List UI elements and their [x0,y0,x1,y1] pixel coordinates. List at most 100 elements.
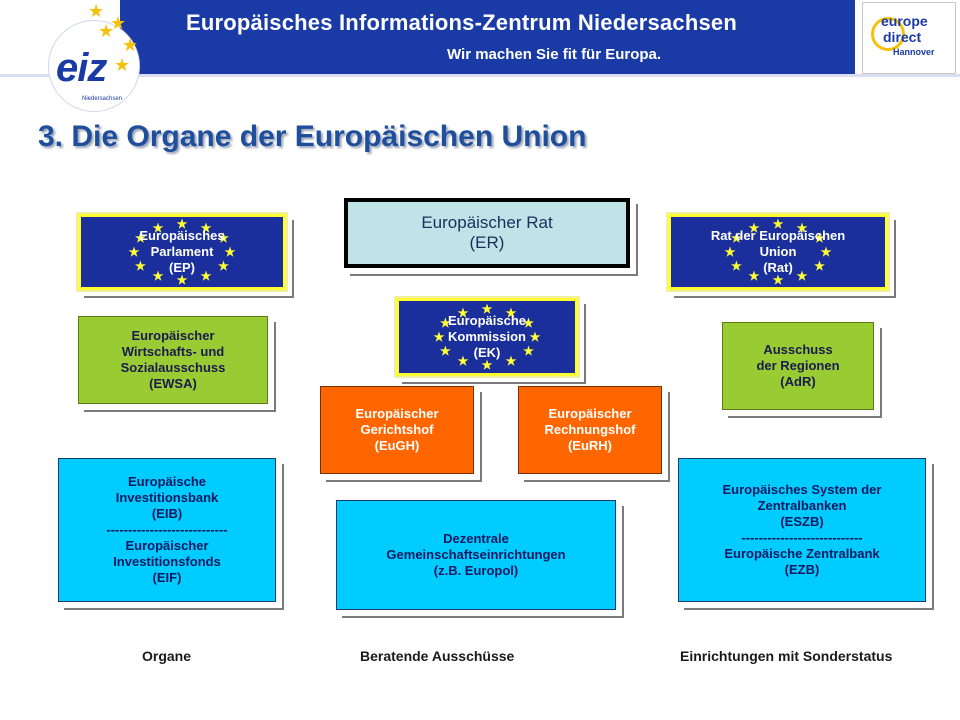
legend-einrichtungen-sonderstatus: Einrichtungen mit Sonderstatus [680,648,893,664]
eu-star-icon: ★ [152,269,164,284]
box-abbreviation: (EIB) [151,506,183,521]
eu-star-icon: ★ [772,217,784,231]
box-label: Europäische [127,474,207,489]
eu-star-icon: ★ [724,245,736,259]
eu-star-icon: ★ [731,231,742,245]
box-label: Gerichtshof [360,422,434,437]
europe-direct-text: europe [881,13,928,29]
box-label: Europäischer [355,406,439,421]
europe-direct-logo: europe direct Hannover [862,2,956,74]
eu-star-icon: ★ [529,330,541,344]
banner-background [120,0,855,74]
eu-star-icon: ★ [152,220,164,235]
banner-title: Europäisches Informations-Zentrum Nieder… [186,10,737,35]
eu-star-icon: ★ [820,245,832,259]
star-icon: ★ [122,35,139,55]
box-label: Investitionsfonds [113,554,221,569]
box-abbreviation: (EWSA) [149,376,197,391]
eiz-logo: ★ ★ ★ ★ ★ eiz Niedersachsen [38,0,140,120]
eiz-logo-circle [48,20,140,112]
box-label: Europäisches System der [722,482,882,497]
eu-star-icon: ★ [433,330,445,344]
eu-star-icon: ★ [481,358,493,372]
eu-star-icon: ★ [731,259,742,273]
box-label: Sozialausschuss [120,360,226,375]
box-gerichtshof: Europäischer Gerichtshof (EuGH) [320,386,474,474]
box-label: Europäisches [139,228,225,243]
eu-star-icon: ★ [457,354,469,369]
eu-star-icon: ★ [814,259,825,273]
eu-star-icon: ★ [176,217,188,231]
eu-star-icon: ★ [440,316,451,330]
box-label: Investitionsbank [115,490,219,505]
box-label: Europäischer [548,406,632,421]
box-abbreviation: (EK) [473,345,501,360]
eu-star-icon: ★ [748,269,760,284]
box-label: Rechnungshof [544,422,636,437]
star-icon: ★ [110,13,127,33]
eu-star-icon: ★ [505,354,517,369]
box-eszb: Europäisches System der Zentralbanken (E… [678,458,926,602]
box-label: Parlament [150,244,214,259]
star-icon: ★ [114,55,131,75]
box-investitionsbank: Europäische Investitionsbank (EIB) -----… [58,458,276,602]
banner-divider [0,74,960,77]
box-divider-line: ---------------------------- [106,522,228,537]
eu-star-icon: ★ [128,245,140,259]
box-label: Ausschuss [763,342,833,357]
box-label: der Regionen [756,358,840,373]
star-icon: ★ [98,21,115,41]
box-ausschuss-der-regionen: Ausschuss der Regionen (AdR) [722,322,874,410]
eu-star-icon: ★ [748,220,760,235]
box-label: Dezentrale [443,531,509,546]
box-label: Gemeinschaftseinrichtungen [386,547,566,562]
box-abbreviation: (EP) [169,260,195,275]
legend-organe: Organe [142,648,192,664]
box-rat-der-eu: ★★★★★★★★★★★★ Rat der Europäischen Union … [666,212,890,292]
europe-direct-text: direct [883,29,922,45]
eu-star-icon: ★ [523,344,534,358]
box-europaeisches-parlament: ★★★★★★★★★★★★ Europäisches Parlament (EP) [76,212,288,292]
box-europaeische-kommission: ★★★★★★★★★★★★ Europäische Kommission (EK) [394,296,580,378]
box-abbreviation: (EuRH) [567,438,613,453]
box-example: (z.B. Europol) [433,563,519,578]
eu-star-icon: ★ [481,302,493,316]
box-label: Wirtschafts- und [121,344,225,359]
box-abbreviation: (EIF) [152,570,182,585]
box-abbreviation: (Rat) [763,260,793,275]
box-label: Zentralbanken [757,498,847,513]
box-label: Europäischer Rat [421,213,553,232]
europe-direct-ring [871,17,905,51]
eu-star-icon: ★ [135,231,146,245]
eu-star-icon: ★ [523,316,534,330]
box-label: Union [759,244,797,259]
eu-star-icon: ★ [796,269,808,284]
eu-star-icon: ★ [200,269,212,284]
box-dezentrale-einrichtungen: Dezentrale Gemeinschaftseinrichtungen (z… [336,500,616,610]
box-abbreviation: (AdR) [780,374,816,389]
box-label: Europäischer [131,328,215,343]
eu-star-icon: ★ [135,259,146,273]
eu-star-icon: ★ [224,245,236,259]
box-label: Europäische Zentralbank [724,546,880,561]
eu-star-icon: ★ [218,259,229,273]
box-label: Europäische [447,313,527,328]
eu-star-icon: ★ [814,231,825,245]
star-icon: ★ [88,1,105,21]
box-rechnungshof: Europäischer Rechnungshof (EuRH) [518,386,662,474]
box-abbreviation: (EZB) [784,562,820,577]
box-europaeischer-rat: Europäischer Rat (ER) [344,198,630,268]
slide-title: 3. Die Organe der Europäischen Union [38,120,587,153]
eiz-logo-text: eiz [56,46,107,90]
eu-star-icon: ★ [218,231,229,245]
box-divider-line: ---------------------------- [741,530,863,545]
header-banner: Europäisches Informations-Zentrum Nieder… [0,0,960,74]
box-label: Rat der Europäischen [710,228,846,243]
box-abbreviation: (EuGH) [374,438,420,453]
box-ewsa: Europäischer Wirtschafts- und Sozialauss… [78,316,268,404]
eu-star-icon: ★ [200,220,212,235]
eu-star-icon: ★ [505,305,517,320]
eu-star-icon: ★ [440,344,451,358]
box-label: Kommission [447,329,526,344]
europe-direct-city: Hannover [893,47,935,57]
